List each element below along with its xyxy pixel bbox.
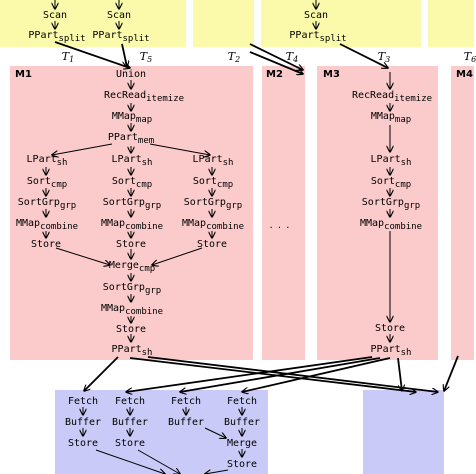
ppart-mem-op: PPartmem — [107, 132, 155, 146]
mmap-combine-op-m3: MMapcombine — [359, 218, 423, 232]
store-op-fetch-2: Store — [114, 438, 146, 449]
sort-cmp-op-mid: Sortcmp — [111, 176, 153, 190]
store-op-right: Store — [196, 239, 228, 250]
lpart-sh-op-m3: LPartsh — [370, 154, 412, 168]
edge-f2-out — [137, 449, 180, 474]
edge-ppart-lpart-right — [149, 143, 210, 155]
edge-r-store-merge — [152, 247, 203, 265]
scan-op-2: Scan — [106, 10, 132, 21]
machine-label-m1: M1 — [15, 69, 32, 80]
edge-f3-out — [205, 470, 229, 474]
store-op-mid: Store — [115, 239, 147, 250]
edge-shuffle-3 — [147, 356, 438, 392]
sortgrp-grp-op-merged: SortGrpgrp — [102, 282, 162, 296]
edge-t1 — [54, 41, 130, 68]
edge-f3-buffer-merge — [204, 427, 226, 438]
thread-label-t4: T4 — [285, 50, 299, 64]
merge-op-fetch: Merge — [226, 438, 258, 449]
ppart-split-op-3: PPartsplit — [289, 30, 347, 44]
thread-label-t1: T1 — [61, 50, 75, 64]
fetch-op-3: Fetch — [170, 396, 202, 407]
edge-t2 — [249, 43, 303, 70]
machine-label-m4: M4 — [456, 69, 473, 80]
buffer-op-2: Buffer — [111, 417, 149, 428]
scan-op-1: Scan — [42, 10, 68, 21]
merge-cmp-op: Mergecmp — [108, 260, 156, 274]
sort-cmp-op-right: Sortcmp — [192, 176, 234, 190]
edge-shuffle-8 — [444, 355, 459, 391]
edge-shuffle-7 — [397, 357, 402, 391]
fetch-stage-box-1 — [55, 390, 268, 474]
lpart-sh-op-mid: LPartsh — [111, 154, 153, 168]
mmap-combine-op-merged: MMapcombine — [100, 303, 164, 317]
ppart-split-op-2: PPartsplit — [92, 30, 150, 44]
scan-stage-box-3 — [261, 0, 421, 47]
edge-f1-out — [95, 449, 165, 474]
edge-shuffle-4 — [126, 356, 373, 392]
recread-itemize-op: RecReaditemize — [103, 90, 185, 104]
scan-stage-box-4 — [428, 0, 474, 47]
machine-label-m2: M2 — [266, 69, 283, 80]
ppart-sh-op-m1: PPartsh — [111, 344, 153, 358]
machine-box-m4 — [451, 66, 474, 360]
edge-shuffle-5 — [180, 357, 381, 392]
lpart-sh-op-right: LPartsh — [192, 154, 234, 168]
mmap-map-op: MMapmap — [111, 111, 153, 125]
store-op-fetch-3: Store — [226, 459, 258, 470]
ppart-sh-op-m3: PPartsh — [370, 344, 412, 358]
scan-stage-box-1 — [0, 0, 186, 47]
machine-box-m2 — [262, 66, 305, 360]
fetch-op-1: Fetch — [67, 396, 99, 407]
buffer-op-4: Buffer — [223, 417, 261, 428]
edge-t3 — [339, 43, 388, 68]
sortgrp-grp-op-m3: SortGrpgrp — [361, 197, 421, 211]
sortgrp-grp-op-left: SortGrpgrp — [17, 197, 77, 211]
edge-l-store-merge — [55, 247, 110, 265]
thread-label-t3: T3 — [377, 50, 391, 64]
buffer-op-1: Buffer — [64, 417, 102, 428]
fetch-op-2: Fetch — [114, 396, 146, 407]
thread-label-t5: T5 — [139, 50, 153, 64]
mmap-combine-op-right: MMapcombine — [181, 218, 245, 232]
edge-shuffle-1 — [84, 356, 119, 391]
recread-itemize-op-m3: RecReaditemize — [351, 90, 433, 104]
union-op: Union — [115, 69, 147, 80]
edge-shuffle-6 — [242, 357, 391, 392]
store-op-left: Store — [30, 239, 62, 250]
lpart-sh-op-left: LPartsh — [26, 154, 68, 168]
store-op-m3: Store — [374, 323, 406, 334]
mmap-combine-op-left: MMapcombine — [15, 218, 79, 232]
buffer-op-3: Buffer — [167, 417, 205, 428]
machine-label-m3: M3 — [323, 69, 340, 80]
sortgrp-grp-op-right: SortGrpgrp — [183, 197, 243, 211]
ppart-split-op-1: PPartsplit — [28, 30, 86, 44]
machine-box-m3 — [317, 66, 438, 360]
edge-ppart-lpart-left — [52, 143, 113, 155]
thread-label-t2: T2 — [227, 50, 241, 64]
mmap-map-op-m3: MMapmap — [370, 111, 412, 125]
mmap-combine-op-mid: MMapcombine — [100, 218, 164, 232]
edge-t5 — [121, 43, 127, 67]
store-op-fetch-1: Store — [67, 438, 99, 449]
fetch-op-4: Fetch — [226, 396, 258, 407]
edge-t4 — [249, 51, 303, 74]
edge-shuffle-2 — [129, 357, 416, 392]
fetch-stage-box-2 — [363, 390, 444, 474]
thread-label-t6: T6 — [463, 50, 476, 64]
scan-op-3: Scan — [303, 10, 329, 21]
sortgrp-grp-op-mid: SortGrpgrp — [102, 197, 162, 211]
ellipsis-m2: . . . — [269, 220, 291, 231]
sort-cmp-op-left: Sortcmp — [26, 176, 68, 190]
store-op-merged: Store — [115, 324, 147, 335]
sort-cmp-op-m3: Sortcmp — [370, 176, 412, 190]
scan-stage-box-2 — [193, 0, 254, 47]
